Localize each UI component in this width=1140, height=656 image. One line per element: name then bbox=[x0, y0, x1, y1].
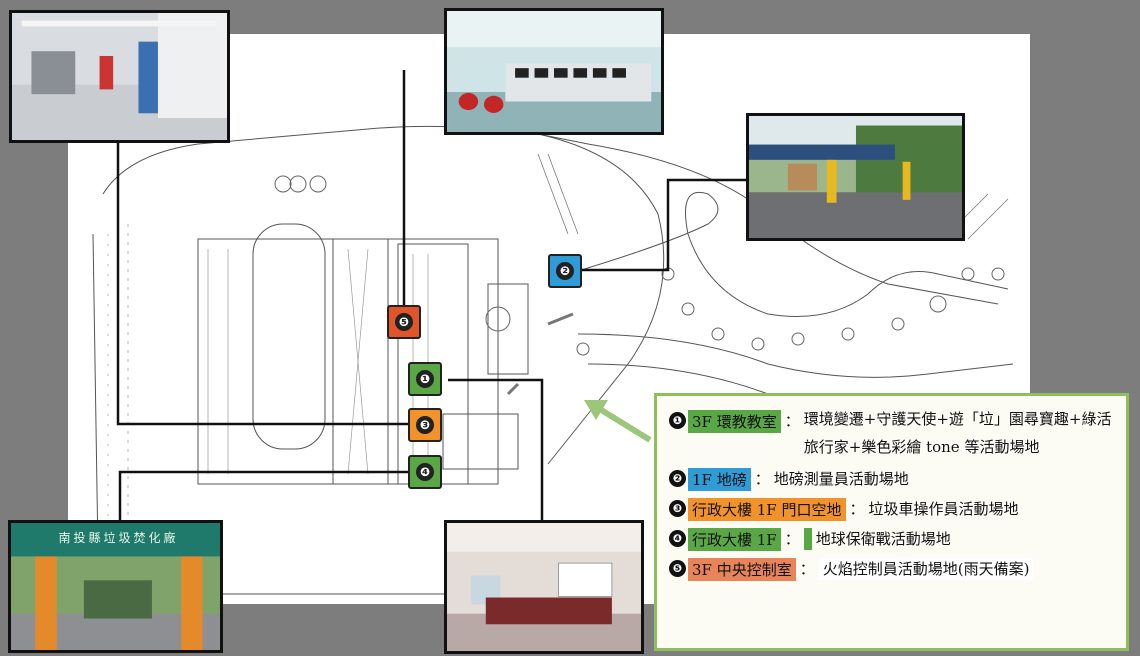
legend-item-3-colon: ： bbox=[849, 500, 865, 518]
photo-entrance: 南投縣垃圾焚化廠 bbox=[8, 520, 223, 653]
photo-meeting-room bbox=[444, 520, 644, 654]
legend-item-3-tag: 行政大樓 1F 門口空地 bbox=[688, 498, 846, 521]
legend-item-5-description: 火焰控制員活動場地(雨天備案) bbox=[818, 558, 1034, 580]
legend-item-4-description: 地球保衛戰活動場地 bbox=[803, 528, 951, 550]
legend-item-2-colon: ： bbox=[754, 470, 770, 488]
legend-item-1-number: ❶ bbox=[669, 412, 686, 429]
legend-box: ❶ 3F 環教教室 ： 環境變遷+守護天使+遊「垃」園尋寶趣+綠活旅行家+樂色彩… bbox=[654, 393, 1129, 651]
marker-5[interactable]: ❺ bbox=[387, 305, 421, 339]
legend-item-1-description: 環境變遷+守護天使+遊「垃」園尋寶趣+綠活旅行家+樂色彩繪 tone 等活動場地 bbox=[803, 410, 1112, 456]
photo-control-room bbox=[444, 8, 664, 135]
legend-item-4: ❹ 行政大樓 1F ： 地球保衛戰活動場地 bbox=[669, 528, 1116, 551]
marker-4-number: ❹ bbox=[416, 463, 434, 481]
legend-item-5-tag: 3F 中央控制室 bbox=[688, 558, 796, 581]
legend-item-2: ❷ 1F 地磅 ： 地磅測量員活動場地 bbox=[669, 468, 1116, 491]
legend-item-2-description: 地磅測量員活動場地 bbox=[773, 470, 909, 488]
legend-item-3-number: ❸ bbox=[669, 500, 686, 517]
legend-item-3: ❸ 行政大樓 1F 門口空地 ： 垃圾車操作員活動場地 bbox=[669, 498, 1116, 521]
legend-item-1: ❶ 3F 環教教室 ： 環境變遷+守護天使+遊「垃」園尋寶趣+綠活旅行家+樂色彩… bbox=[669, 410, 1116, 461]
legend-item-4-tag: 行政大樓 1F bbox=[688, 528, 781, 551]
legend-item-5-number: ❺ bbox=[669, 560, 686, 577]
marker-1-number: ❶ bbox=[416, 370, 434, 388]
marker-3[interactable]: ❸ bbox=[408, 408, 442, 442]
legend-item-4-colon: ： bbox=[784, 530, 800, 548]
marker-1[interactable]: ❶ bbox=[408, 362, 442, 396]
pointer-arrow bbox=[596, 405, 652, 443]
photo-weighbridge bbox=[746, 113, 965, 241]
legend-item-5: ❺ 3F 中央控制室 ： 火焰控制員活動場地(雨天備案) bbox=[669, 558, 1116, 581]
legend-item-3-description: 垃圾車操作員活動場地 bbox=[868, 500, 1019, 518]
marker-2[interactable]: ❷ bbox=[548, 254, 582, 288]
marker-3-number: ❸ bbox=[416, 416, 434, 434]
legend-item-5-colon: ： bbox=[799, 560, 815, 578]
marker-5-number: ❺ bbox=[395, 313, 413, 331]
legend-item-4-number: ❹ bbox=[669, 530, 686, 547]
marker-4[interactable]: ❹ bbox=[408, 455, 442, 489]
photo-hallway bbox=[9, 10, 230, 143]
legend-item-2-number: ❷ bbox=[669, 470, 686, 487]
legend-item-1-tag: 3F 環教教室 bbox=[688, 410, 781, 433]
marker-2-number: ❷ bbox=[556, 262, 574, 280]
legend-item-1-colon: ： bbox=[784, 412, 800, 430]
legend-item-2-tag: 1F 地磅 bbox=[688, 468, 751, 491]
pointer-arrowhead bbox=[584, 400, 608, 420]
entrance-sign-text: 南投縣垃圾焚化廠 bbox=[58, 531, 179, 545]
